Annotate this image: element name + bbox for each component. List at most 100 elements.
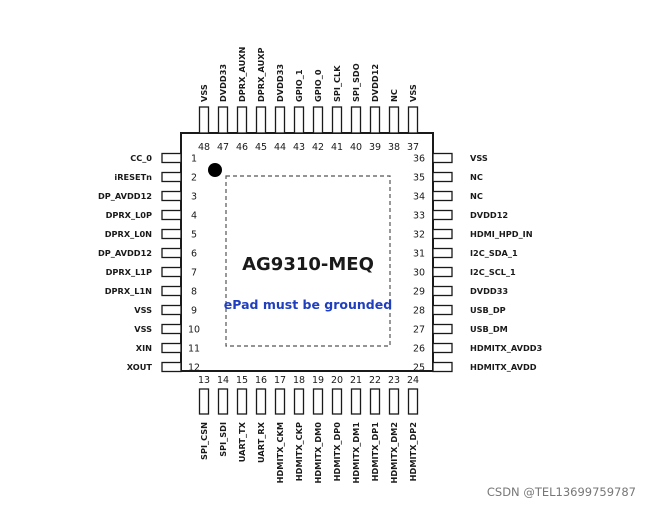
pin-number: 16	[255, 375, 267, 386]
pin-number: 10	[188, 325, 200, 336]
pin-lead	[331, 388, 343, 415]
pin-lead	[274, 106, 286, 134]
pin-43: 43 GPIO_1	[293, 69, 305, 153]
pin-number: 15	[236, 375, 248, 386]
pin-lead	[432, 171, 453, 183]
pin-lead	[432, 304, 453, 316]
pin-number: 7	[191, 268, 197, 279]
chip-body	[180, 132, 434, 372]
pin-number: 8	[191, 287, 197, 298]
pin-name-dvdd33: DVDD33	[275, 64, 285, 102]
pin-number: 48	[198, 142, 210, 153]
pin-name-spi-sdo: SPI_SDO	[351, 63, 361, 102]
pin-number: 37	[407, 142, 419, 153]
pin-number: 20	[331, 375, 343, 386]
pin-number: 6	[191, 249, 197, 260]
pins-layer: 1CC_02iRESETn3DP_AVDD124DPRX_L0P5DPRX_L0…	[98, 46, 543, 483]
pin-lead	[293, 388, 305, 415]
pin-name-i2c-scl-1: I2C_SCL_1	[470, 267, 516, 277]
pin-lead	[198, 106, 210, 134]
pin-5: 5 DPRX_L0N	[105, 228, 197, 241]
pin-number: 4	[191, 211, 197, 222]
pin-lead	[432, 285, 453, 297]
pin-name-dp-avdd12: DP_AVDD12	[98, 248, 152, 258]
pin-number: 3	[191, 192, 197, 203]
pin-name-hdmitx-dm2: HDMITX_DM2	[389, 422, 399, 483]
pin-lead	[432, 152, 453, 164]
pin-lead	[161, 228, 182, 240]
pin-lead	[432, 247, 453, 259]
epad-note: ePad must be grounded	[224, 297, 392, 312]
pin-name-hdmitx-dm0: HDMITX_DM0	[313, 422, 323, 484]
pin-number: 29	[413, 287, 425, 298]
pin-lead	[217, 388, 229, 415]
pin-name-hdmitx-dp0: HDMITX_DP0	[332, 422, 342, 482]
pin-lead	[388, 106, 400, 134]
pin-name-dprx-l0n: DPRX_L0N	[105, 229, 152, 239]
pin-number: 5	[191, 230, 197, 241]
pin-lead	[432, 190, 453, 202]
pin-number: 33	[413, 211, 425, 222]
pin-3: 3DP_AVDD12	[98, 190, 197, 203]
pin-name-i2c-sda-1: I2C_SDA_1	[470, 248, 518, 258]
pin-1: 1CC_0	[130, 152, 197, 165]
pin-lead	[407, 106, 419, 134]
pin-name-vss: VSS	[134, 305, 152, 315]
pin-name-spi-clk: SPI_CLK	[332, 65, 342, 102]
pin-lead	[350, 388, 362, 415]
pin-lead	[432, 361, 453, 373]
pin-number: 45	[255, 142, 267, 153]
pin-name-hdmitx-dm1: HDMITX_DM1	[351, 422, 361, 484]
pin-name-hdmitx-dp1: HDMITX_DP1	[370, 422, 380, 482]
pin-name-gpio-1: GPIO_1	[294, 69, 304, 102]
pin-lead	[432, 209, 453, 221]
pin-name-iresetn: iRESETn	[114, 172, 152, 182]
pin-number: 25	[413, 363, 425, 374]
pin-number: 13	[198, 375, 210, 386]
pin-lead	[255, 106, 267, 134]
pin-lead	[217, 106, 229, 134]
pin-number: 41	[331, 142, 343, 153]
pin-number: 1	[191, 154, 197, 165]
pin-name-dvdd33: DVDD33	[218, 64, 228, 102]
pin-number: 44	[274, 142, 286, 153]
pin-number: 38	[388, 142, 400, 153]
pin-number: 22	[369, 375, 381, 386]
pin-name-xin: XIN	[136, 343, 152, 353]
pin-lead	[331, 106, 343, 134]
pin-lead	[432, 342, 453, 354]
pin-name-dprx-l1n: DPRX_L1N	[105, 286, 152, 296]
pin-name-nc: NC	[389, 89, 399, 102]
pin-name-dvdd12: DVDD12	[470, 210, 508, 220]
pin-number: 32	[413, 230, 425, 241]
pin-lead	[312, 106, 324, 134]
pin-lead	[369, 106, 381, 134]
pin-lead	[236, 106, 248, 134]
pin-name-vss: VSS	[199, 84, 209, 102]
pin-33: 33 DVDD12	[413, 209, 508, 222]
pin-lead	[350, 106, 362, 134]
pin-number: 43	[293, 142, 305, 153]
pin-lead	[432, 323, 453, 335]
pin-lead	[161, 266, 182, 278]
pin-number: 21	[350, 375, 362, 386]
pin-lead	[161, 285, 182, 297]
pin-number: 34	[413, 192, 425, 203]
pin-name-hdmi-hpd-in: HDMI_HPD_IN	[470, 229, 533, 239]
